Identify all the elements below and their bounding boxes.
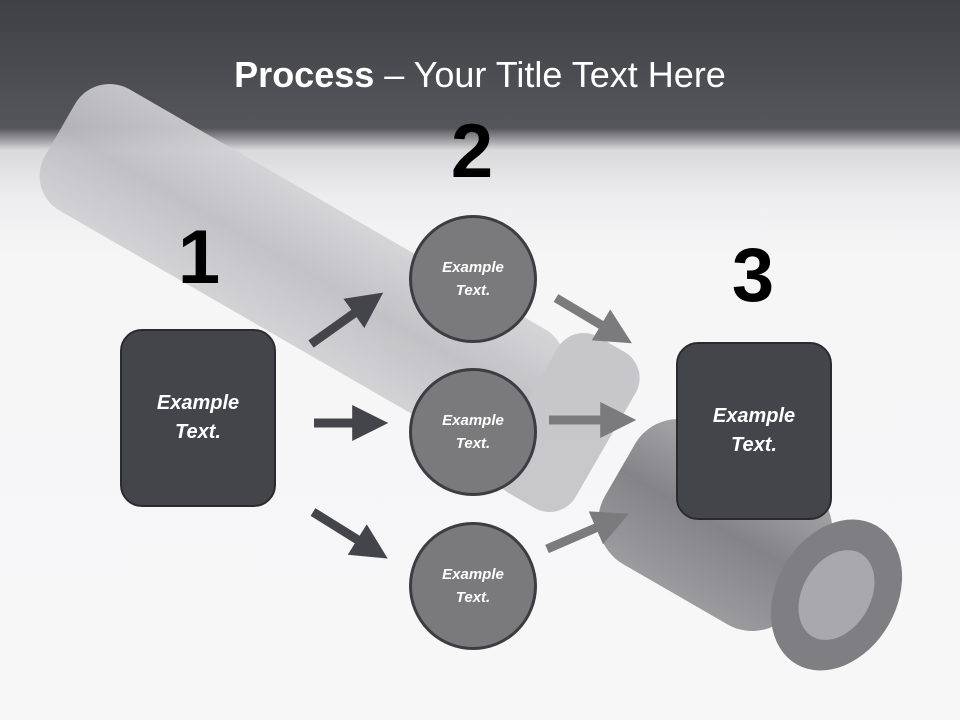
arrow-2-top-to-3 [553,294,632,344]
step-number-2: 2 [450,109,494,194]
slide-title: Process – Your Title Text Here [0,52,960,98]
arrow-2-bottom-to-3 [545,511,629,554]
step-2-circle-bottom: Example Text. [409,522,537,650]
step-3-box: Example Text. [676,342,832,520]
step-2-circle-top: Example Text. [409,215,537,343]
arrow-1-to-2-bottom [310,508,388,559]
step-1-box: Example Text. [120,329,276,507]
step-number-1: 1 [177,215,221,300]
step-number-3: 3 [731,233,775,318]
title-rest-part: – Your Title Text Here [374,54,726,95]
step-2-circle-middle: Example Text. [409,368,537,496]
arrow-1-to-2-top [308,292,384,348]
title-bold-part: Process [234,54,375,95]
